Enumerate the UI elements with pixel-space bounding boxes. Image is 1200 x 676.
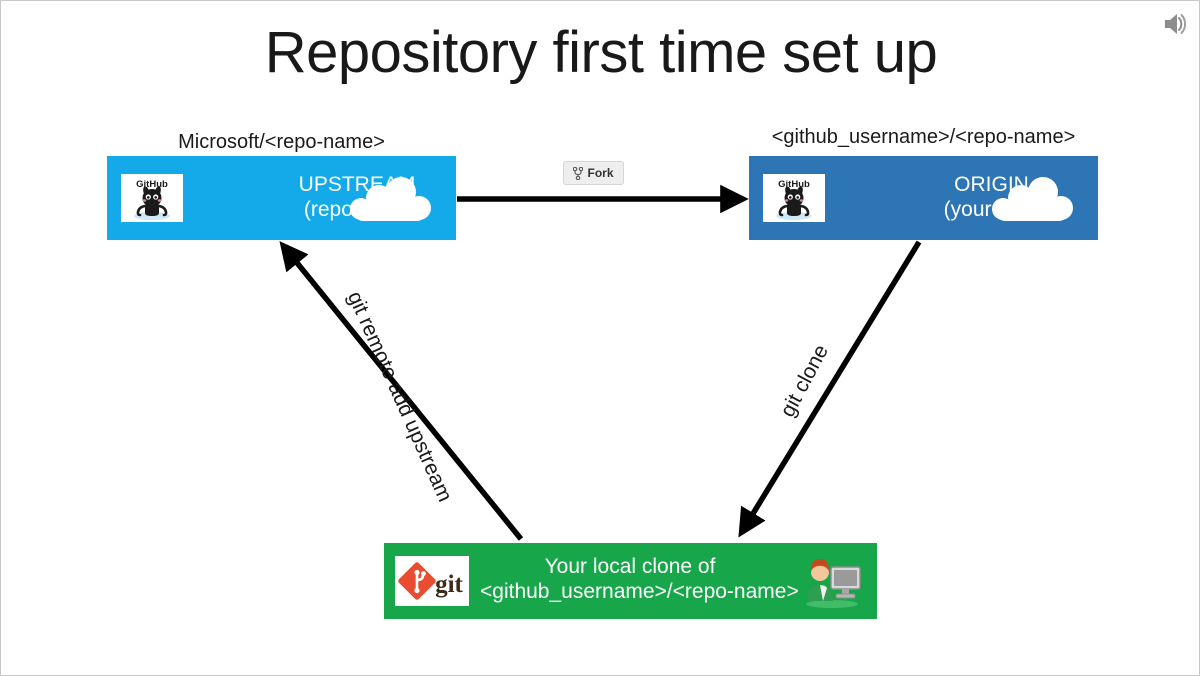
upstream-caption: Microsoft/<repo-name> — [178, 131, 385, 153]
origin-line1: ORIGIN — [954, 173, 1029, 196]
local-line1: Your local clone of — [544, 555, 716, 578]
page-title: Repository first time set up — [264, 20, 938, 85]
arrow-label-git-clone: git clone — [776, 340, 834, 421]
arrow-origin-to-local — [738, 240, 922, 538]
fork-button-label: Fork — [587, 166, 614, 180]
origin-node[interactable]: GitHub ORIGIN (your fork) — [749, 156, 1098, 240]
cloud-icon — [350, 177, 431, 221]
fork-branch-icon — [573, 166, 584, 180]
local-clone-label: Your local clone of <github_username>/<r… — [480, 555, 799, 605]
arrow-label-git-remote-add-upstream: git remote add upstream — [342, 288, 457, 506]
cloud-icon — [992, 177, 1073, 221]
speaker-audio-icon[interactable] — [1157, 7, 1191, 41]
local-clone-node[interactable]: git Your local clone of <github_username… — [384, 543, 877, 619]
origin-caption: <github_username>/<repo-name> — [771, 126, 1076, 148]
github-octocat-icon: GitHub — [121, 174, 183, 222]
github-octocat-icon: GitHub — [763, 174, 825, 222]
fork-button[interactable]: Fork — [563, 161, 624, 185]
git-logo-icon: git — [395, 556, 469, 606]
svg-text:git: git — [435, 571, 463, 598]
svg-text:GitHub: GitHub — [778, 179, 810, 190]
local-line2: <github_username>/<repo-name> — [480, 579, 799, 603]
upstream-node[interactable]: GitHub UPSTREAM (repository) — [107, 156, 456, 240]
svg-text:GitHub: GitHub — [136, 179, 168, 190]
person-at-computer-icon — [806, 559, 861, 608]
